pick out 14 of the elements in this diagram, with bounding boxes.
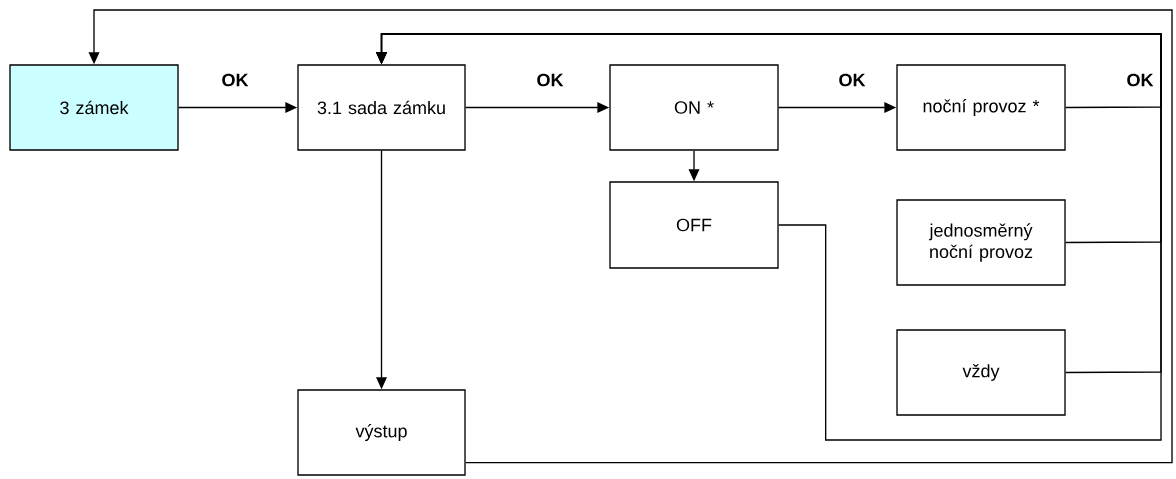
process-box: OFF [609,181,779,269]
process-box: 3 zámek [9,64,179,151]
process-box: 3.1 sada zámku [297,64,466,151]
arrow [376,33,1162,441]
process-box: jednosměrný noční provoz [896,199,1066,286]
process-box: vždy [896,329,1066,416]
edge-label: OK [839,73,866,87]
arrow [88,9,1173,464]
process-box: výstup [297,389,466,476]
process-box: ON * [609,64,779,151]
edge-label: OK [1127,73,1154,87]
edge-label: OK [537,73,564,87]
process-box: noční provoz * [896,64,1066,151]
edge-label: OK [222,73,249,87]
